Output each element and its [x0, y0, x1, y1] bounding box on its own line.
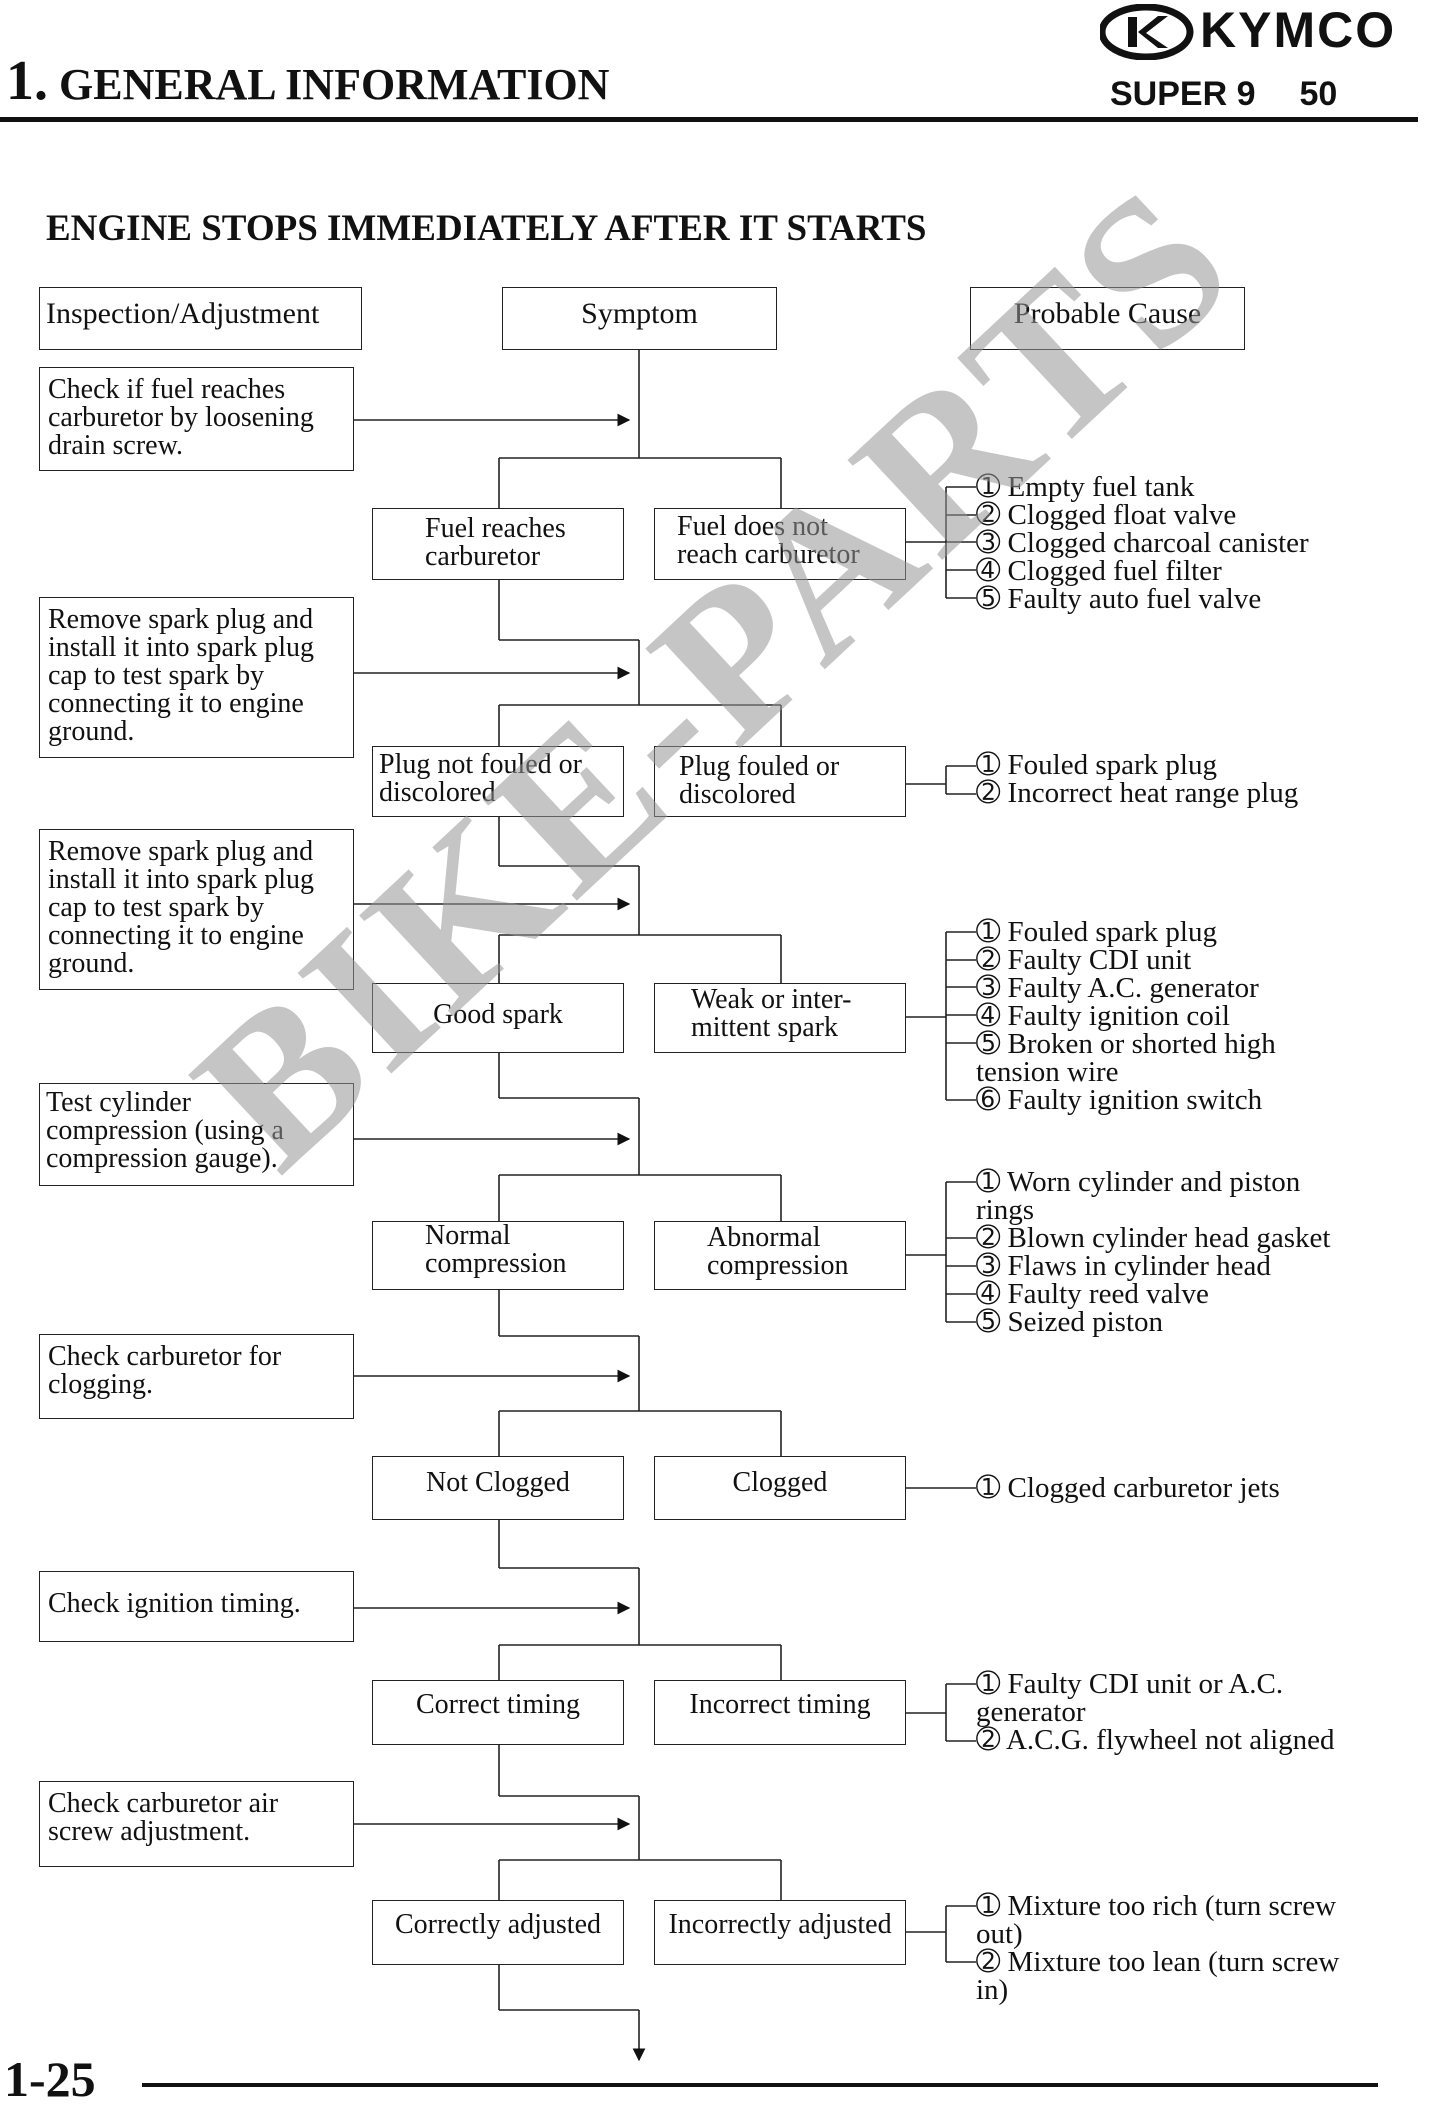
inspection-box-air-screw: Check carburetor air screw adjustment.: [39, 1781, 354, 1867]
cause-item: ➀ Worn cylinder and piston rings: [976, 1166, 1301, 1226]
cause-list: ➀ Fouled spark plug ➁ Incorrect heat ran…: [976, 749, 1299, 809]
cause-item: ➀ Empty fuel tank: [976, 471, 1195, 503]
cause-item: ➃ Faulty ignition coil: [976, 1000, 1230, 1032]
cause-item: ➄ Seized piston: [976, 1306, 1163, 1338]
symptom-box-adjusted-bad: Incorrectly adjusted: [654, 1900, 906, 1965]
cause-list: ➀ Mixture too rich (turn screw out) ➁ Mi…: [976, 1890, 1340, 2006]
page-number: 1-25: [4, 2051, 96, 2107]
cause-item: ➃ Faulty reed valve: [976, 1278, 1209, 1310]
symptom-box-spark-ok: Good spark: [372, 983, 624, 1053]
brand-logo: KYMCO: [1098, 2, 1445, 61]
cause-item: ➁ Clogged float valve: [976, 499, 1237, 531]
cause-item: ➄ Faulty auto fuel valve: [976, 583, 1262, 615]
symptom-box-timing-ok: Correct timing: [372, 1680, 624, 1745]
symptom-box-not-clogged: Not Clogged: [372, 1456, 624, 1520]
cause-item: ➂ Flaws in cylinder head: [976, 1250, 1271, 1282]
cause-item: ➂ Clogged charcoal canister: [976, 527, 1309, 559]
symptom-box-fuel-bad: Fuel does not reach carburetor: [654, 508, 906, 580]
column-header-symptom: Symptom: [502, 287, 777, 350]
symptom-box-plug-ok: Plug not fouled or discolored: [372, 746, 624, 817]
cause-item: ➁ Incorrect heat range plug: [976, 777, 1299, 809]
cause-item: ➄ Broken or shorted high tension wire: [976, 1028, 1276, 1088]
section-title: ENGINE STOPS IMMEDIATELY AFTER IT STARTS: [46, 208, 927, 249]
cause-item: ➀ Fouled spark plug: [976, 749, 1217, 781]
chapter-title: GENERAL INFORMATION: [59, 60, 610, 109]
cause-item: ➀ Clogged carburetor jets: [976, 1472, 1280, 1504]
cause-item: ➁ Faulty CDI unit: [976, 944, 1192, 976]
cause-item: ➀ Mixture too rich (turn screw out): [976, 1890, 1337, 1950]
symptom-box-plug-bad: Plug fouled or discolored: [654, 746, 906, 817]
brand-name: KYMCO: [1200, 2, 1397, 58]
inspection-box-carburetor: Check carburetor for clogging.: [39, 1334, 354, 1419]
symptom-box-compression-bad: Abnormal compression: [654, 1221, 906, 1290]
kymco-logo-icon: [1098, 3, 1194, 61]
cause-list: ➀ Fouled spark plug ➁ Faulty CDI unit ➂ …: [976, 916, 1276, 1116]
chapter-number: 1.: [6, 50, 48, 112]
cause-item: ➀ Faulty CDI unit or A.C. generator: [976, 1668, 1284, 1728]
cause-item: ➂ Faulty A.C. generator: [976, 972, 1259, 1004]
cause-list: ➀ Clogged carburetor jets: [976, 1472, 1280, 1504]
inspection-box-spark-plug: Remove spark plug and install it into sp…: [39, 597, 354, 758]
chapter-heading: 1. GENERAL INFORMATION: [6, 53, 610, 110]
symptom-box-clogged: Clogged: [654, 1456, 906, 1520]
cause-list: ➀ Worn cylinder and piston rings ➁ Blown…: [976, 1166, 1331, 1338]
header-rule: [0, 117, 1418, 122]
symptom-box-fuel-ok: Fuel reaches carburetor: [372, 508, 624, 580]
cause-list: ➀ Empty fuel tank ➁ Clogged float valve …: [976, 471, 1309, 615]
cause-list: ➀ Faulty CDI unit or A.C. generator ➁ A.…: [976, 1668, 1335, 1756]
footer-rule: [142, 2083, 1378, 2087]
cause-item: ➁ Mixture too lean (turn screw in): [976, 1946, 1340, 2006]
inspection-box-fuel: Check if fuel reaches carburetor by loos…: [39, 367, 354, 471]
inspection-box-ignition-timing: Check ignition timing.: [39, 1571, 354, 1642]
cause-item: ➀ Fouled spark plug: [976, 916, 1217, 948]
column-header-inspection: Inspection/Adjustment: [39, 287, 362, 350]
cause-item: ➃ Clogged fuel filter: [976, 555, 1222, 587]
symptom-box-adjusted-ok: Correctly adjusted: [372, 1900, 624, 1965]
model-name: SUPER 9 50: [1110, 74, 1337, 114]
inspection-box-spark-test: Remove spark plug and install it into sp…: [39, 829, 354, 990]
symptom-box-timing-bad: Incorrect timing: [654, 1680, 906, 1745]
inspection-box-compression: Test cylinder compression (using a compr…: [39, 1083, 354, 1186]
model-number: 50: [1299, 75, 1338, 113]
column-header-cause: Probable Cause: [970, 287, 1245, 350]
cause-item: ➅ Faulty ignition switch: [976, 1084, 1263, 1116]
symptom-box-spark-bad: Weak or inter- mittent spark: [654, 983, 906, 1053]
model-label: SUPER 9: [1110, 75, 1256, 113]
symptom-box-compression-ok: Normal compression: [372, 1221, 624, 1290]
cause-item: ➁ Blown cylinder head gasket: [976, 1222, 1331, 1254]
cause-item: ➁ A.C.G. flywheel not aligned: [976, 1724, 1335, 1756]
